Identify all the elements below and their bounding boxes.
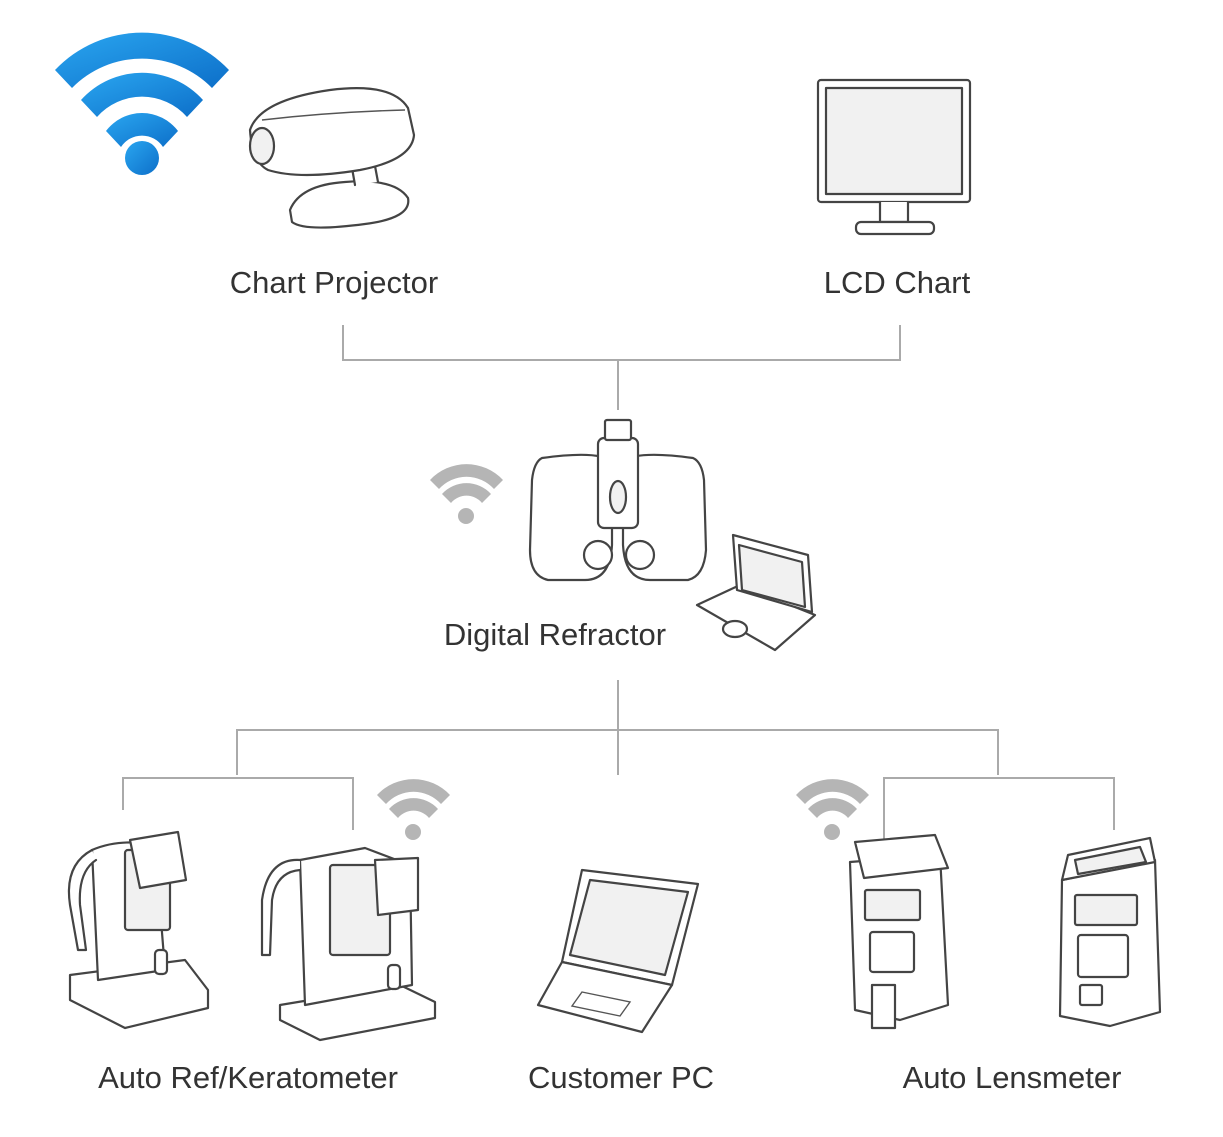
wifi-icon-refractor xyxy=(430,464,503,524)
wifi-icon xyxy=(55,32,229,175)
digital-refractor-device xyxy=(528,418,708,582)
auto-ref-keratometer-device-2 xyxy=(260,846,437,1042)
customer-pc-label: Customer PC xyxy=(527,1060,715,1095)
auto-ref-keratometer-label: Auto Ref/Keratometer xyxy=(98,1060,398,1095)
connector-lines xyxy=(122,325,1115,840)
digital-refractor-label: Digital Refractor xyxy=(443,617,667,652)
wifi-icon-lensmeter xyxy=(796,779,869,840)
refractor-controller-tablet xyxy=(695,533,817,652)
auto-lensmeter-device-1 xyxy=(848,833,950,1030)
chart-projector-label: Chart Projector xyxy=(229,265,439,300)
wifi-icon-auto-ref xyxy=(377,779,450,840)
auto-lensmeter-device-2 xyxy=(1058,836,1162,1028)
customer-pc-laptop xyxy=(536,868,700,1034)
auto-ref-keratometer-device-1 xyxy=(67,830,210,1030)
auto-lensmeter-label: Auto Lensmeter xyxy=(902,1060,1122,1095)
chart-projector-device xyxy=(248,87,416,229)
lcd-chart-device xyxy=(816,78,972,236)
lcd-chart-label: LCD Chart xyxy=(823,265,971,300)
